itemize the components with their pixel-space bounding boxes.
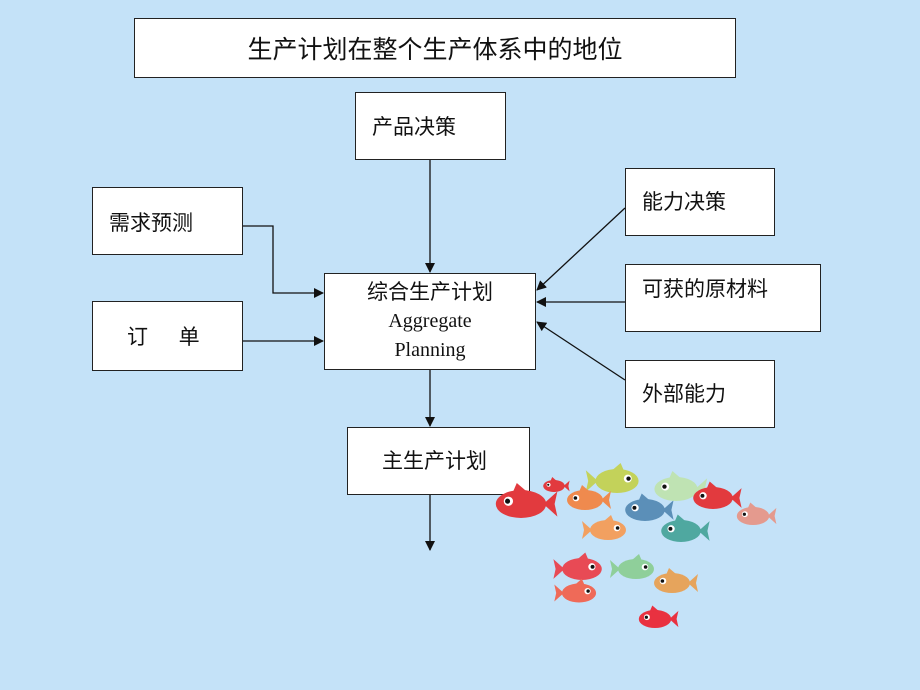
available-materials-box: 可获的原材料	[625, 264, 821, 332]
fish-13	[654, 568, 698, 593]
product-decision-box: 产品决策	[355, 92, 506, 160]
fish-7	[693, 481, 742, 509]
aggregate-planning-en-line1: Aggregate	[388, 310, 472, 332]
fish-11	[553, 552, 602, 580]
external-capacity-box: 外部能力	[625, 360, 775, 428]
fish-1	[495, 483, 558, 518]
diagram-title-text: 生产计划在整个生产体系中的地位	[247, 35, 623, 64]
arrow-capacity-decision-to-aggregate	[536, 207, 626, 291]
orders-label: 订 单	[127, 325, 212, 349]
demand-forecast-label: 需求预测	[109, 211, 193, 235]
capacity-decision-box: 能力决策	[625, 168, 775, 236]
fish-3	[585, 463, 639, 493]
fish-2	[543, 477, 570, 492]
fish-9	[582, 515, 626, 540]
capacity-decision-label: 能力决策	[642, 190, 726, 214]
demand-forecast-box: 需求预测	[92, 187, 243, 255]
diagram-title: 生产计划在整个生产体系中的地位	[134, 18, 736, 78]
arrow-external-to-aggregate	[536, 321, 626, 381]
fish-14	[554, 578, 597, 603]
orders-box: 订 单	[92, 301, 243, 371]
master-schedule-box: 主生产计划	[347, 427, 530, 495]
fish-12	[610, 554, 654, 579]
fish-4	[567, 485, 611, 510]
fish-15	[638, 605, 679, 628]
aggregate-planning-en-line2: Planning	[394, 339, 466, 361]
product-decision-label: 产品决策	[372, 115, 456, 139]
fish-8	[736, 502, 777, 525]
external-capacity-label: 外部能力	[642, 382, 726, 406]
fish-10	[661, 514, 710, 542]
master-schedule-label: 主生产计划	[382, 449, 487, 473]
fish-5	[625, 493, 674, 521]
available-materials-label: 可获的原材料	[642, 277, 768, 301]
aggregate-planning-cn-label: 综合生产计划	[367, 280, 493, 304]
arrow-demand-to-aggregate	[243, 225, 324, 298]
aggregate-planning-box: 综合生产计划 Aggregate Planning	[324, 273, 536, 370]
